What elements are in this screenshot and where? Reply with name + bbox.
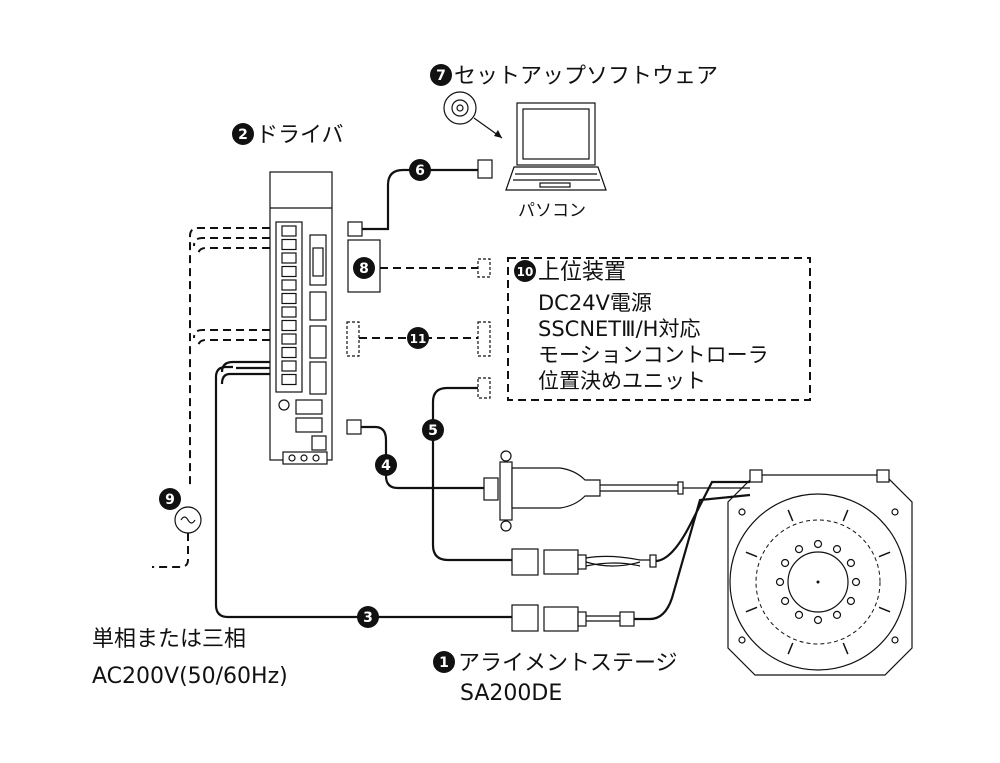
stage-label: アライメントステージ (458, 651, 678, 676)
mounting-hole (846, 596, 856, 606)
index-tick (878, 551, 891, 558)
svg-text:6: 6 (415, 163, 425, 179)
badge-cable5: 5 (422, 419, 444, 441)
power-label-line2: AC200V(50/60Hz) (92, 664, 288, 689)
stage-holes (775, 539, 861, 625)
index-tick (787, 509, 794, 522)
dsub-connector (499, 450, 601, 532)
stage-ticks (745, 509, 891, 655)
badge-unit8: 8 (353, 257, 375, 279)
index-tick (842, 509, 849, 522)
index-tick (878, 606, 891, 613)
badge-setup-software: 7 (430, 64, 452, 86)
svg-text:7: 7 (436, 68, 446, 84)
terminal-slot (281, 373, 297, 386)
driver-label: ドライバ (256, 123, 344, 148)
host-device-box (507, 257, 811, 401)
host-item-1: DC24V電源 (538, 291, 652, 315)
terminal-slot (281, 225, 297, 237)
mounting-hole (794, 544, 804, 554)
terminal-slot (281, 292, 297, 305)
terminal-slot (281, 360, 297, 372)
servo-driver (269, 171, 333, 465)
svg-text:5: 5 (428, 423, 438, 439)
terminal-slot (281, 346, 297, 359)
badge-stage: 1 (433, 651, 455, 673)
svg-text:8: 8 (359, 261, 369, 277)
host-item-2: SSCNETⅢ/H対応 (538, 317, 700, 341)
svg-text:9: 9 (165, 492, 175, 508)
mounting-hole (813, 615, 823, 625)
svg-text:4: 4 (381, 458, 391, 474)
power-label-line1: 単相または三相 (92, 627, 246, 652)
setup-software-label: セットアップソフトウェア (454, 64, 718, 89)
mounting-hole (813, 539, 823, 549)
svg-text:1: 1 (439, 655, 449, 671)
terminal-slot (281, 265, 297, 278)
badge-cable4: 4 (375, 454, 397, 476)
alignment-stage (727, 469, 913, 676)
badge-driver: 2 (232, 123, 254, 145)
badge-host: 10 (514, 260, 536, 282)
terminal-slot (281, 306, 297, 318)
mounting-hole (846, 558, 856, 568)
svg-text:11: 11 (410, 332, 427, 346)
index-tick (745, 606, 758, 613)
mounting-hole (775, 577, 785, 587)
svg-text:2: 2 (238, 127, 248, 143)
svg-text:10: 10 (517, 265, 534, 279)
index-tick (745, 551, 758, 558)
driver-terminals (281, 225, 297, 386)
mounting-hole (851, 577, 861, 587)
stage-model: SA200DE (460, 681, 562, 706)
mounting-hole (780, 596, 790, 606)
mounting-hole (794, 610, 804, 620)
mounting-hole (832, 544, 842, 554)
badge-cable3: 3 (357, 606, 379, 628)
index-tick (842, 642, 849, 655)
host-item-4: 位置決めユニット (538, 369, 706, 393)
terminal-slot (281, 238, 297, 251)
host-item-3: モーションコントローラ (538, 343, 769, 367)
terminal-slot (281, 252, 297, 264)
badge-cable11: 11 (407, 327, 429, 349)
host-device-label: 上位装置 (538, 260, 626, 285)
terminal-slot (281, 333, 297, 345)
mounting-hole (832, 610, 842, 620)
svg-text:3: 3 (363, 610, 373, 626)
badge-power: 9 (159, 488, 181, 510)
cd-icon (443, 91, 477, 125)
pc-label: パソコン (518, 201, 586, 221)
terminal-slot (281, 319, 297, 332)
badge-cable6: 6 (409, 159, 431, 181)
mounting-hole (780, 558, 790, 568)
terminal-slot (281, 279, 297, 291)
index-tick (787, 642, 794, 655)
pc-laptop (505, 102, 607, 191)
